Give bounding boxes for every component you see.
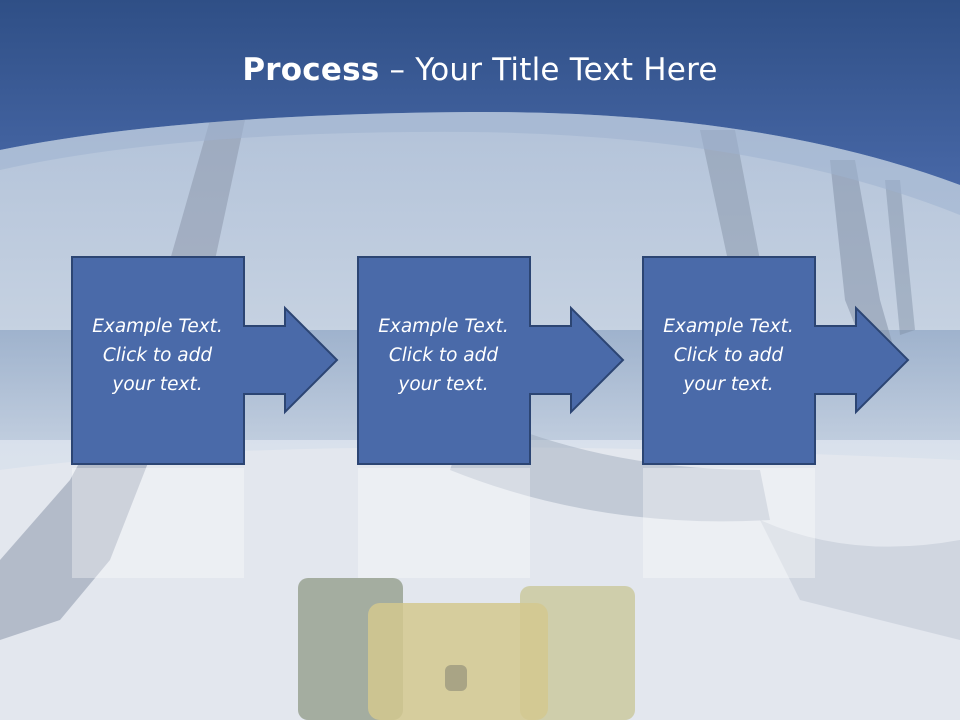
title-bold-part: Process	[242, 52, 380, 88]
process-step-2[interactable]: Example Text. Click to add your text.	[357, 256, 625, 466]
step-reflection	[72, 468, 244, 578]
arrow-box-shape	[642, 256, 910, 465]
step-reflection	[643, 468, 815, 578]
step-reflection	[358, 468, 530, 578]
title-rest-part: – Your Title Text Here	[379, 52, 718, 88]
arrow-box-shape	[357, 256, 625, 465]
step-text: Example Text. Click to add your text.	[92, 316, 223, 395]
process-step-1[interactable]: Example Text. Click to add your text.	[71, 256, 339, 466]
step-text: Example Text. Click to add your text.	[663, 316, 794, 395]
process-step-3[interactable]: Example Text. Click to add your text.	[642, 256, 910, 466]
arrow-box-shape	[71, 256, 339, 465]
slide-title[interactable]: Process – Your Title Text Here	[0, 52, 960, 88]
step-text: Example Text. Click to add your text.	[378, 316, 509, 395]
